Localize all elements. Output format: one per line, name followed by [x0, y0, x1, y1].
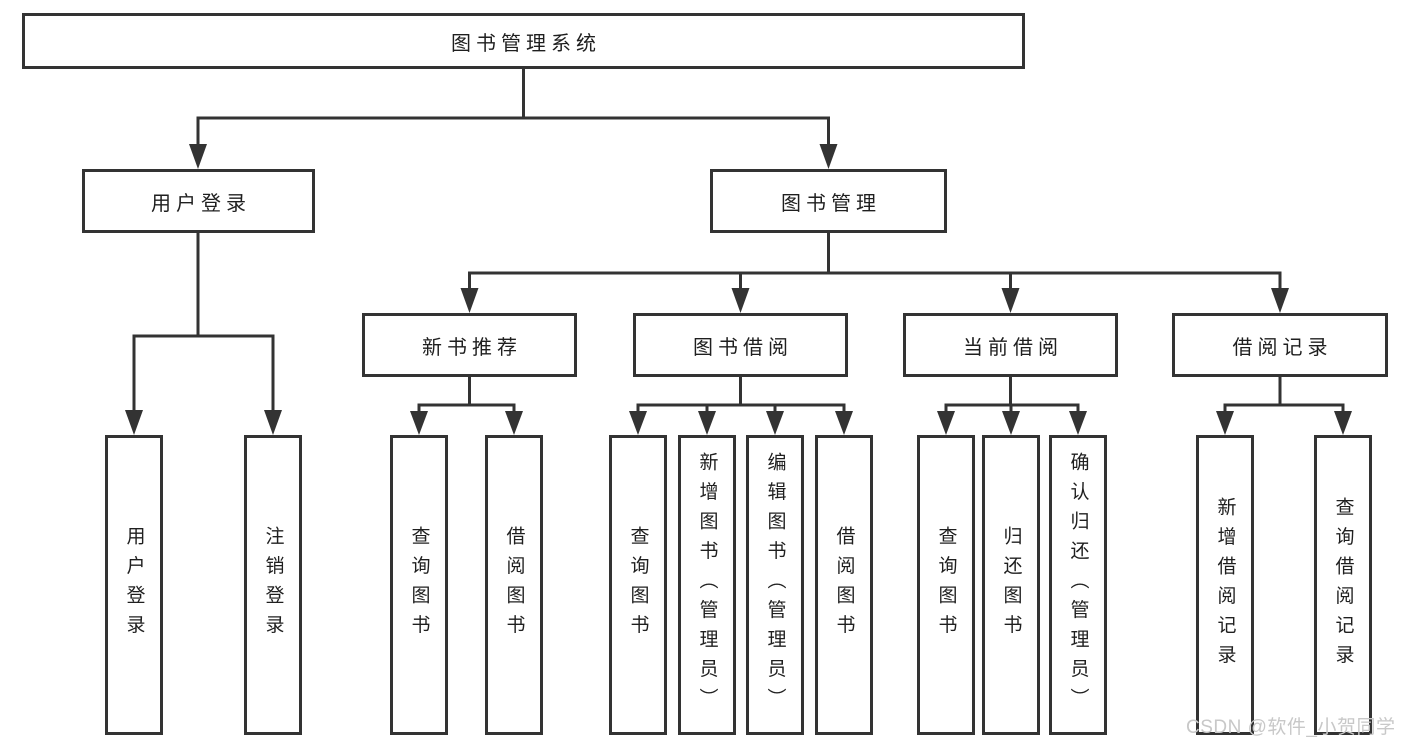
connector-user-login-children — [132, 233, 275, 413]
node-current-borrow-label: 当前借阅 — [963, 336, 1063, 359]
leaf-add-books-admin: 新增图书（管理员） — [678, 435, 736, 735]
leaf-query-borrow-record: 查询借阅记录 — [1314, 435, 1372, 735]
node-new-book-recommend-label: 新书推荐 — [422, 336, 522, 359]
leaf-return-books: 归还图书 — [982, 435, 1040, 735]
leaf-label: 归还图书 — [1000, 526, 1022, 644]
leaf-logout: 注销登录 — [244, 435, 302, 735]
leaf-label: 查询借阅记录 — [1332, 496, 1354, 674]
connector-book-borrow-children — [636, 377, 846, 414]
leaf-borrow-books: 借阅图书 — [815, 435, 873, 735]
node-borrow-records-label: 借阅记录 — [1232, 336, 1333, 359]
leaf-label: 注销登录 — [262, 526, 284, 644]
node-book-management-label: 图书管理 — [781, 192, 881, 215]
connector-borrow-records-children — [1223, 377, 1345, 414]
leaf-label: 借阅图书 — [503, 526, 525, 644]
leaf-add-borrow-record: 新增借阅记录 — [1196, 435, 1254, 735]
leaf-query-books-recommend: 查询图书 — [390, 435, 448, 735]
node-user-login: 用户登录 — [82, 169, 315, 233]
leaf-query-books-current: 查询图书 — [917, 435, 975, 735]
node-new-book-recommend: 新书推荐 — [362, 313, 577, 377]
leaf-user-login: 用户登录 — [105, 435, 163, 735]
connector-root-to-level2 — [196, 69, 830, 147]
node-book-borrow: 图书借阅 — [633, 313, 848, 377]
leaf-borrow-books-recommend: 借阅图书 — [485, 435, 543, 735]
arrowheads-level2 — [189, 144, 838, 169]
leaf-label: 用户登录 — [123, 526, 145, 644]
node-book-management: 图书管理 — [710, 169, 947, 233]
leaf-label: 新增图书（管理员） — [696, 452, 718, 718]
leaf-label: 查询图书 — [408, 526, 430, 644]
csdn-watermark: CSDN @软件_小贺同学 — [1186, 717, 1396, 738]
node-current-borrow: 当前借阅 — [903, 313, 1118, 377]
leaf-label: 新增借阅记录 — [1214, 496, 1236, 674]
leaf-query-books-borrow: 查询图书 — [609, 435, 667, 735]
node-book-borrow-label: 图书借阅 — [693, 336, 793, 359]
connector-book-management-children — [468, 233, 1282, 291]
node-user-login-label: 用户登录 — [151, 192, 251, 215]
arrowheads-leaves — [410, 411, 1352, 435]
leaf-confirm-return-admin: 确认归还（管理员） — [1049, 435, 1107, 735]
node-root-system: 图书管理系统 — [22, 13, 1025, 69]
connector-current-borrow-children — [944, 377, 1080, 414]
leaf-edit-books-admin: 编辑图书（管理员） — [746, 435, 804, 735]
node-root-label: 图书管理系统 — [451, 32, 601, 55]
arrowheads-user-login-children — [125, 410, 282, 435]
node-borrow-records: 借阅记录 — [1172, 313, 1388, 377]
leaf-label: 借阅图书 — [833, 526, 855, 644]
connector-new-book-recommend-children — [417, 377, 516, 414]
leaf-label: 查询图书 — [935, 526, 957, 644]
leaf-label: 编辑图书（管理员） — [764, 452, 786, 718]
arrowheads-level3 — [460, 288, 1289, 313]
leaf-label: 确认归还（管理员） — [1067, 452, 1089, 718]
leaf-label: 查询图书 — [627, 526, 649, 644]
